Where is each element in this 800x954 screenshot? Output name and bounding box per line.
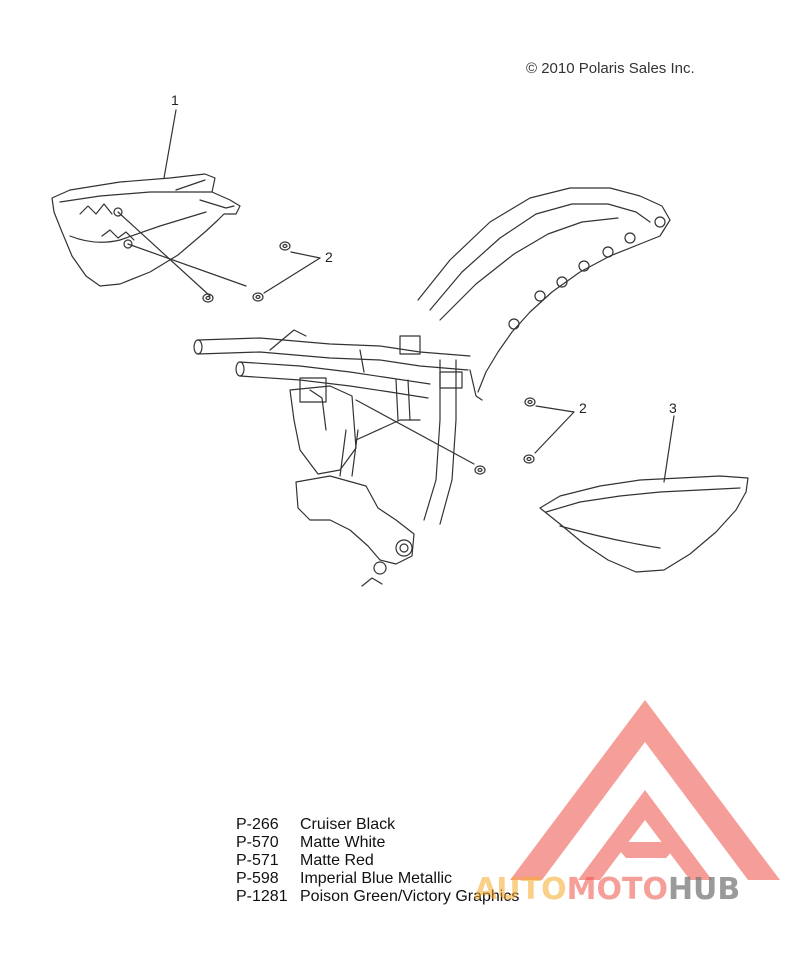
legend-row: P-266 Cruiser Black: [236, 816, 519, 834]
legend-name: Imperial Blue Metallic: [300, 870, 453, 887]
legend-name: Cruiser Black: [300, 816, 396, 833]
leader-line-3: [663, 415, 675, 483]
right-side-cover: [539, 475, 749, 573]
legend-row: P-1281 Poison Green/Victory Graphics: [236, 888, 519, 906]
motorcycle-frame: [193, 187, 671, 587]
callout-3: 3: [669, 400, 677, 416]
legend-name: Matte Red: [300, 852, 374, 869]
watermark-text: AUTOMOTOHUB: [474, 872, 740, 907]
color-legend: P-266 Cruiser Black P-570 Matte White P-57…: [236, 816, 519, 906]
legend-row: P-598 Imperial Blue Metallic: [236, 870, 519, 888]
watermark-moto: MOTO: [566, 872, 668, 907]
legend-code: P-598: [236, 870, 279, 887]
leader-line-1: [163, 109, 177, 179]
legend-row: P-571 Matte Red: [236, 852, 519, 870]
callout-2-lower: 2: [579, 400, 587, 416]
left-side-cover: [51, 173, 247, 297]
watermark-hub: HUB: [667, 872, 741, 907]
legend-name: Poison Green/Victory Graphics: [300, 888, 520, 905]
legend-code: P-570: [236, 834, 279, 851]
legend-row: P-570 Matte White: [236, 834, 519, 852]
grommets-lower: [355, 397, 575, 475]
copyright-text: © 2010 Polaris Sales Inc.: [526, 60, 695, 77]
callout-1: 1: [171, 92, 179, 108]
legend-code: P-266: [236, 816, 279, 833]
legend-code: P-571: [236, 852, 279, 869]
watermark-logo-icon: [510, 700, 780, 880]
legend-code: P-1281: [236, 888, 288, 905]
legend-name: Matte White: [300, 834, 386, 851]
callout-2-upper: 2: [325, 249, 333, 265]
watermark-auto: AUTO: [474, 872, 567, 907]
grommets-upper: [202, 241, 321, 303]
